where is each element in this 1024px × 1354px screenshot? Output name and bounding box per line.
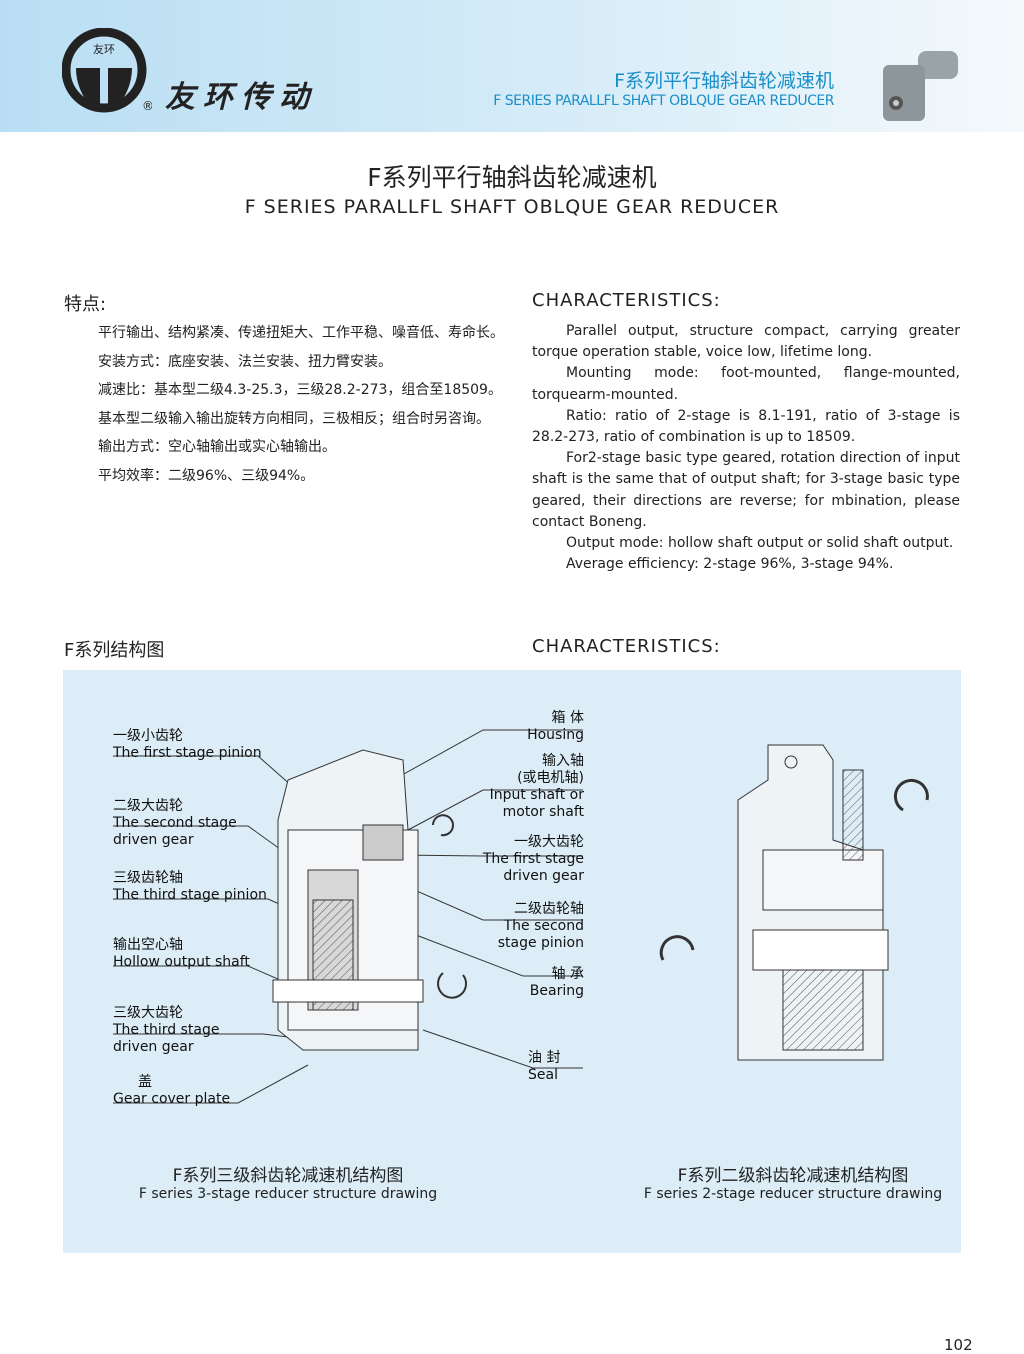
feature-text: Mounting mode: foot-mounted, flange-moun…	[532, 365, 960, 403]
features-en: Parallel output, structure compact, carr…	[532, 321, 960, 575]
page-title-cn: F系列平行轴斜齿轮减速机	[367, 163, 657, 192]
gear-reducer-photo	[883, 51, 958, 121]
header-title-cn: F系列平行轴斜齿轮减速机	[614, 70, 834, 92]
svg-text:®: ®	[142, 99, 152, 113]
feature-text: Ratio: ratio of 2-stage is 8.1-191, rati…	[532, 407, 960, 446]
feature-text: 平行输出、结构紧凑、传递扭矩大、工作平稳、噪音低、寿命长。	[98, 325, 504, 341]
feature-text: 输出方式：空心轴输出或实心轴输出。	[98, 439, 336, 455]
features-heading-en: CHARACTERISTICS:	[532, 290, 721, 311]
page-title-en: F SERIES PARALLFL SHAFT OBLQUE GEAR REDU…	[244, 196, 780, 218]
page-number: 102	[944, 1336, 973, 1354]
feature-text: 基本型二级输入输出旋转方向相同，三极相反；组合时另咨询。	[98, 410, 490, 427]
feature-text: 平均效率：二级96%、三级94%。	[98, 467, 315, 484]
gearbox-drawings	[113, 729, 929, 1104]
feature-text: Output mode: hollow shaft output or soli…	[566, 535, 954, 552]
feature-text: 安装方式：底座安装、法兰安装、扭力臂安装。	[98, 353, 392, 370]
feature-text: For2-stage basic type geared, rotation d…	[532, 450, 960, 530]
structure-heading-cn: F系列结构图	[64, 640, 165, 661]
feature-text: Parallel output, structure compact, carr…	[532, 323, 960, 361]
label-input-shaft: 输入轴 (或电机轴)Input shaft or motor shaft	[489, 753, 584, 820]
features-cn: 平行输出、结构紧凑、传递扭矩大、工作平稳、噪音低、寿命长。 安装方式：底座安装、…	[64, 319, 504, 490]
page-header: 友环 ® 友环传动 F系列平行轴斜齿轮减速机 F SERIES PARALLFL…	[0, 0, 1024, 132]
header-title-en: F SERIES PARALLFL SHAFT OBLQUE GEAR REDU…	[493, 93, 834, 109]
brand-name: 友环传动	[165, 80, 317, 115]
features-heading-cn: 特点:	[64, 294, 107, 315]
logo-text: 友环	[93, 42, 115, 56]
structure-heading-en: CHARACTERISTICS:	[532, 636, 721, 657]
feature-text: 减速比：基本型二级4.3-25.3，三级28.2-273，组合至18509。	[98, 382, 502, 398]
feature-text: Average efficiency: 2-stage 96%, 3-stage…	[566, 556, 894, 573]
company-logo: 友环 ®	[62, 28, 152, 113]
